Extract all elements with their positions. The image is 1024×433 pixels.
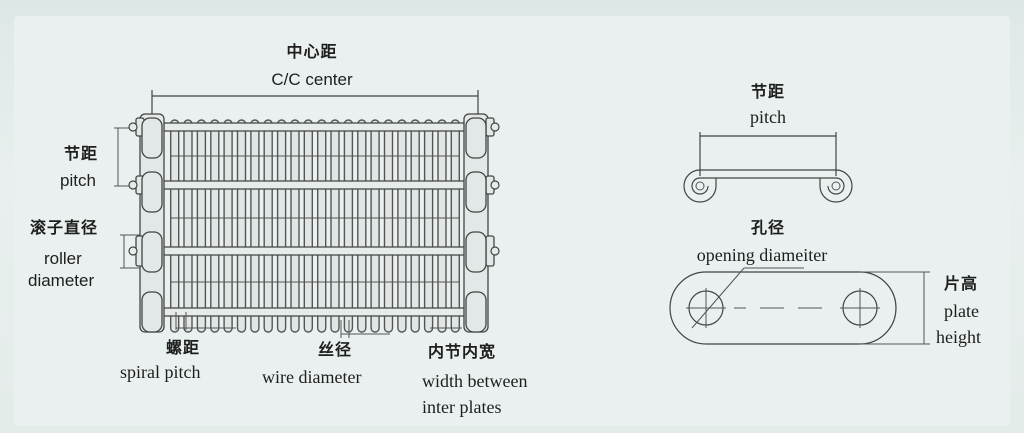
spiral-wire xyxy=(437,119,447,333)
roller-diameter-zh-label: 滚子直径 xyxy=(30,220,99,237)
cross-rod xyxy=(149,122,481,132)
spiral-wire xyxy=(383,119,394,333)
width-between-en-label: width between xyxy=(422,371,528,391)
cc-center-en-label: C/C center xyxy=(271,70,353,89)
spiral-wire xyxy=(317,119,327,333)
spiral-wire xyxy=(303,119,313,333)
right-side-chain xyxy=(463,113,500,333)
opening-diameter-en-label: opening diameiter xyxy=(696,245,828,265)
right-pitch-zh-label: 节距 xyxy=(750,84,786,101)
spiral-wire xyxy=(223,119,233,333)
cross-rods xyxy=(149,122,481,317)
cross-rod xyxy=(149,180,481,190)
spiral-pitch-en-label: spiral pitch xyxy=(120,362,201,382)
spiral-wire xyxy=(290,119,300,333)
spiral-wire xyxy=(330,119,340,333)
left-side-chain xyxy=(128,113,165,333)
cc-dimension xyxy=(151,90,479,118)
bottom-leaders xyxy=(175,312,462,338)
spiral-wire xyxy=(423,119,434,333)
right-pitch-en-label: pitch xyxy=(750,107,786,127)
spiral-wires xyxy=(169,119,460,333)
pitch-dimension-left xyxy=(114,127,138,187)
spiral-wire xyxy=(276,119,287,333)
roller-dimension xyxy=(120,234,140,269)
spiral-wire xyxy=(263,119,273,333)
pitch-link-drawing xyxy=(683,132,853,203)
spiral-wire xyxy=(236,119,247,333)
plate-en-label: plate xyxy=(944,301,979,321)
inter-plates-en-label: inter plates xyxy=(422,397,502,417)
spiral-wire xyxy=(183,119,193,333)
spiral-wire xyxy=(250,119,260,333)
pitch-en-label: pitch xyxy=(60,171,96,190)
spiral-wire xyxy=(169,119,180,333)
wire-diameter-zh-label: 丝径 xyxy=(318,342,353,359)
pitch-zh-label: 节距 xyxy=(64,146,99,163)
spiral-pitch-zh-label: 螺距 xyxy=(166,340,201,357)
cross-rod xyxy=(149,246,481,256)
diagram-panel xyxy=(14,16,1010,426)
spiral-wire xyxy=(196,119,207,333)
plate-drawing xyxy=(669,267,930,345)
plate-height-zh-label: 片高 xyxy=(944,276,979,293)
cross-rod xyxy=(149,307,481,317)
diameter-en-label: diameter xyxy=(28,271,95,290)
spiral-wire xyxy=(343,119,354,333)
spiral-wire xyxy=(357,119,367,333)
height-en-label: height xyxy=(936,327,981,347)
spiral-wire xyxy=(397,119,407,333)
spiral-wire xyxy=(370,119,380,333)
cc-center-zh-label: 中心距 xyxy=(286,44,338,61)
spiral-wire xyxy=(410,119,420,333)
opening-diameter-zh-label: 孔径 xyxy=(750,220,786,237)
spiral-wire xyxy=(450,119,460,333)
roller-en-label: roller xyxy=(44,249,82,268)
spiral-wire xyxy=(210,119,220,333)
width-between-plates-zh-label: 内节内宽 xyxy=(428,344,497,361)
wire-diameter-en-label: wire diameter xyxy=(262,367,362,387)
